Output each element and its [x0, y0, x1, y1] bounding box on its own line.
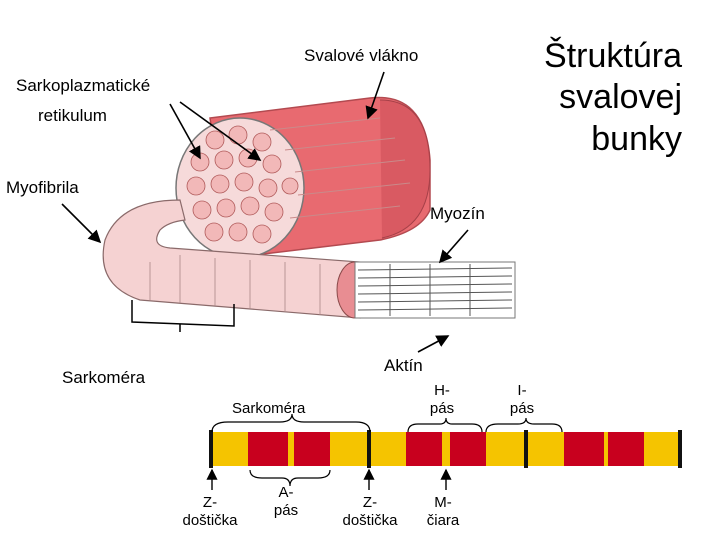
page-title: Štruktúra svalovej bunky: [482, 36, 682, 160]
label-a-pas-line1: A-: [278, 484, 294, 501]
label-z-left-line1: Z-: [202, 494, 218, 511]
label-retikulum: retikulum: [38, 106, 107, 125]
label-i-pas-line2: pás: [509, 400, 535, 417]
filament-bundle: [354, 261, 516, 319]
arrow-myofibrila: [61, 203, 102, 244]
sarcomere-band: [209, 430, 682, 468]
arrow-svalove-vlakno: [365, 71, 385, 120]
label-sarkomera-band: Sarkoméra: [232, 400, 306, 417]
label-h-pas-line2: pás: [429, 400, 455, 417]
arrow-myozin: [438, 229, 469, 264]
label-z-mid-line2: doštička: [342, 512, 398, 529]
label-aktin: Aktín: [384, 356, 423, 375]
arrow-sarkoplazma-1: [169, 103, 201, 160]
label-myozin: Myozín: [430, 204, 485, 223]
title-line-3: bunky: [591, 119, 682, 158]
label-h-pas-line1: H-: [434, 382, 450, 399]
label-myofibrila: Myofibrila: [6, 178, 79, 197]
myofibril-strand: [102, 199, 361, 319]
label-m-ciara: M- čiara: [420, 494, 466, 530]
label-svalove-vlakno: Svalové vlákno: [304, 46, 419, 65]
label-i-pas-line1: I-: [517, 382, 527, 399]
label-z-dosticka-mid: Z- doštička: [332, 494, 408, 530]
title-line-2: svalovej: [559, 78, 682, 117]
arrow-aktin: [417, 335, 450, 353]
label-sarkoplazmaticke: Sarkoplazmatické: [16, 76, 151, 95]
label-m-ciara-line1: M-: [434, 494, 452, 511]
label-z-mid-line1: Z-: [362, 494, 378, 511]
arrow-sarkoplazma-2: [179, 101, 262, 161]
label-i-pas: I- pás: [506, 382, 538, 418]
label-z-left-line2: doštička: [182, 512, 238, 529]
label-a-pas-line2: pás: [273, 502, 299, 519]
title-line-1: Štruktúra: [544, 37, 682, 75]
label-z-dosticka-left: Z- doštička: [172, 494, 248, 530]
label-m-ciara-line2: čiara: [426, 512, 460, 529]
sarcomere-bracket: [131, 300, 235, 327]
label-h-pas: H- pás: [426, 382, 458, 418]
label-a-pas: A- pás: [266, 484, 306, 520]
myofibril-dots: [186, 125, 299, 244]
label-sarkomera: Sarkoméra: [62, 368, 146, 387]
